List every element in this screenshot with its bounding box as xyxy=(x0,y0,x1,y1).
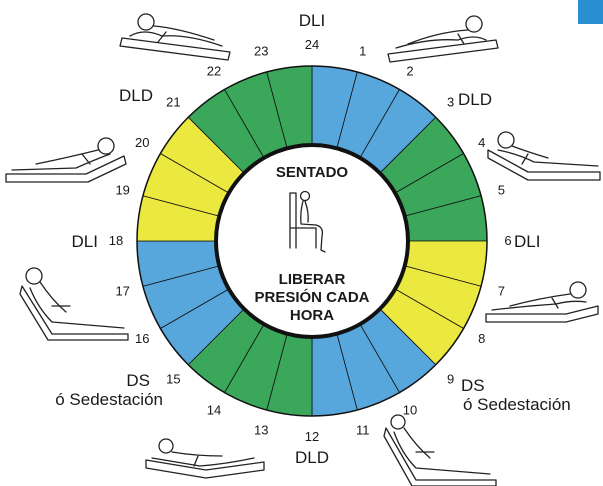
hour-label-18: 18 xyxy=(109,233,123,248)
position-label-left-lower-1: DS xyxy=(126,371,150,390)
hour-label-22: 22 xyxy=(207,63,221,78)
hour-label-19: 19 xyxy=(115,182,129,197)
position-label-right-lower-2: ó Sedestación xyxy=(463,395,571,414)
hour-label-24: 24 xyxy=(305,37,319,52)
position-label-top: DLI xyxy=(299,11,325,30)
patient-left-lateral-icon-left-upper xyxy=(5,137,127,183)
position-label-right-upper: DLD xyxy=(458,90,492,109)
hour-label-2: 2 xyxy=(406,63,413,78)
hour-label-17: 17 xyxy=(115,284,129,299)
hour-label-7: 7 xyxy=(498,284,505,299)
hour-label-12: 12 xyxy=(305,429,319,444)
hour-label-4: 4 xyxy=(478,135,485,150)
wheel-outer-ring xyxy=(136,65,488,417)
hour-label-14: 14 xyxy=(207,403,221,418)
hour-label-16: 16 xyxy=(135,331,149,346)
hour-label-10: 10 xyxy=(403,403,417,418)
hour-label-5: 5 xyxy=(498,182,505,197)
position-label-bottom: DLD xyxy=(295,448,329,467)
hour-label-20: 20 xyxy=(135,135,149,150)
patient-left-lateral-icon-top-left xyxy=(119,13,231,61)
hour-label-9: 9 xyxy=(447,372,454,387)
position-label-left-upper: DLD xyxy=(119,86,153,105)
position-label-right-middle: DLI xyxy=(514,232,540,251)
patient-right-lateral-icon-right-middle xyxy=(485,281,599,323)
center-note-line-3: HORA xyxy=(290,307,334,324)
hour-label-11: 11 xyxy=(356,422,370,437)
hour-label-23: 23 xyxy=(254,44,268,59)
center-note-line-2: PRESIÓN CADA xyxy=(254,288,369,306)
hour-label-1: 1 xyxy=(359,44,366,59)
hour-label-21: 21 xyxy=(166,94,180,109)
wheel-center-disc xyxy=(214,143,410,339)
position-label-left-middle: DLI xyxy=(72,232,98,251)
corner-tab xyxy=(578,0,603,24)
center-title: SENTADO xyxy=(276,164,349,181)
position-label-right-lower-1: DS xyxy=(461,376,485,395)
hour-wheel xyxy=(136,65,488,417)
patient-right-lateral-icon-right-upper xyxy=(487,131,601,181)
center-note-line-1: LIBERAR xyxy=(279,271,346,288)
hour-label-13: 13 xyxy=(254,422,268,437)
hour-label-3: 3 xyxy=(447,94,454,109)
patient-semi-fowler-icon-left-middle xyxy=(19,267,129,341)
patient-right-lateral-icon-top-right xyxy=(387,15,499,63)
hour-label-8: 8 xyxy=(478,331,485,346)
hour-label-15: 15 xyxy=(166,372,180,387)
hour-label-6: 6 xyxy=(504,233,511,248)
seated-person-icon xyxy=(289,190,326,253)
patient-semi-fowler-icon-right-lower xyxy=(383,414,497,486)
position-label-left-lower-2: ó Sedestación xyxy=(55,390,163,409)
patient-right-lateral-icon-bottom xyxy=(145,438,265,479)
